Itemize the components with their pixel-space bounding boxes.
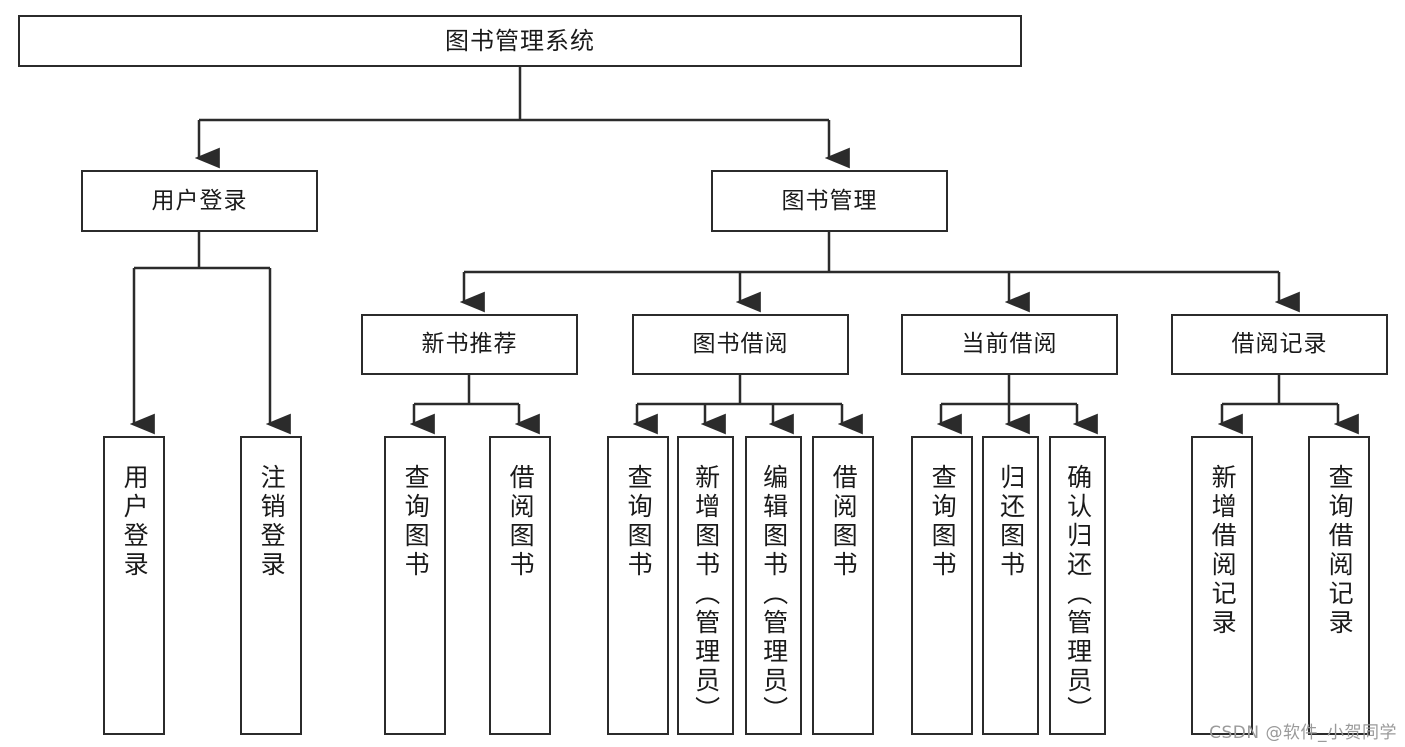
node-label: 借阅记录	[1231, 331, 1328, 358]
node-label: 用户登录	[120, 464, 150, 580]
node-label: 确认归还（管理员）	[1063, 464, 1093, 725]
watermark-text: CSDN @软件_小贺同学	[1209, 723, 1397, 743]
node-label: 图书管理	[781, 187, 878, 214]
node-leaf-query-book-current[interactable]: 查询图书	[911, 436, 973, 735]
node-leaf-edit-book[interactable]: 编辑图书（管理员）	[745, 436, 802, 735]
node-leaf-borrow-book-recommend[interactable]: 借阅图书	[489, 436, 551, 735]
node-leaf-add-borrow-record[interactable]: 新增借阅记录	[1191, 436, 1253, 735]
node-leaf-borrow-book[interactable]: 借阅图书	[812, 436, 874, 735]
node-new-book-recommend[interactable]: 新书推荐	[361, 314, 578, 375]
node-leaf-query-book-borrow[interactable]: 查询图书	[607, 436, 669, 735]
node-label: 查询图书	[624, 464, 654, 580]
node-label: 注销登录	[257, 464, 287, 580]
node-label: 用户登录	[151, 187, 248, 214]
node-leaf-user-logout[interactable]: 注销登录	[240, 436, 302, 735]
node-label: 查询图书	[401, 464, 431, 580]
node-leaf-return-book[interactable]: 归还图书	[982, 436, 1039, 735]
node-label: 当前借阅	[961, 331, 1058, 358]
node-label: 新增图书（管理员）	[691, 464, 721, 725]
node-leaf-query-book-recommend[interactable]: 查询图书	[384, 436, 446, 735]
node-label: 查询借阅记录	[1325, 464, 1355, 638]
node-book-manage[interactable]: 图书管理	[711, 170, 948, 232]
node-label: 查询图书	[928, 464, 958, 580]
node-label: 图书管理系统	[445, 27, 595, 55]
node-leaf-add-book[interactable]: 新增图书（管理员）	[677, 436, 734, 735]
node-current-borrow[interactable]: 当前借阅	[901, 314, 1118, 375]
node-label: 借阅图书	[829, 464, 859, 580]
node-leaf-query-borrow-record[interactable]: 查询借阅记录	[1308, 436, 1370, 735]
node-label: 图书借阅	[692, 331, 789, 358]
node-label: 编辑图书（管理员）	[759, 464, 789, 725]
node-borrow-record[interactable]: 借阅记录	[1171, 314, 1388, 375]
node-label: 新书推荐	[421, 331, 518, 358]
node-root-book-management-system[interactable]: 图书管理系统	[18, 15, 1022, 67]
node-label: 借阅图书	[506, 464, 536, 580]
node-user-login[interactable]: 用户登录	[81, 170, 318, 232]
node-label: 归还图书	[996, 464, 1026, 580]
node-label: 新增借阅记录	[1208, 464, 1238, 638]
node-leaf-confirm-return[interactable]: 确认归还（管理员）	[1049, 436, 1106, 735]
node-leaf-user-login[interactable]: 用户登录	[103, 436, 165, 735]
node-book-borrow[interactable]: 图书借阅	[632, 314, 849, 375]
